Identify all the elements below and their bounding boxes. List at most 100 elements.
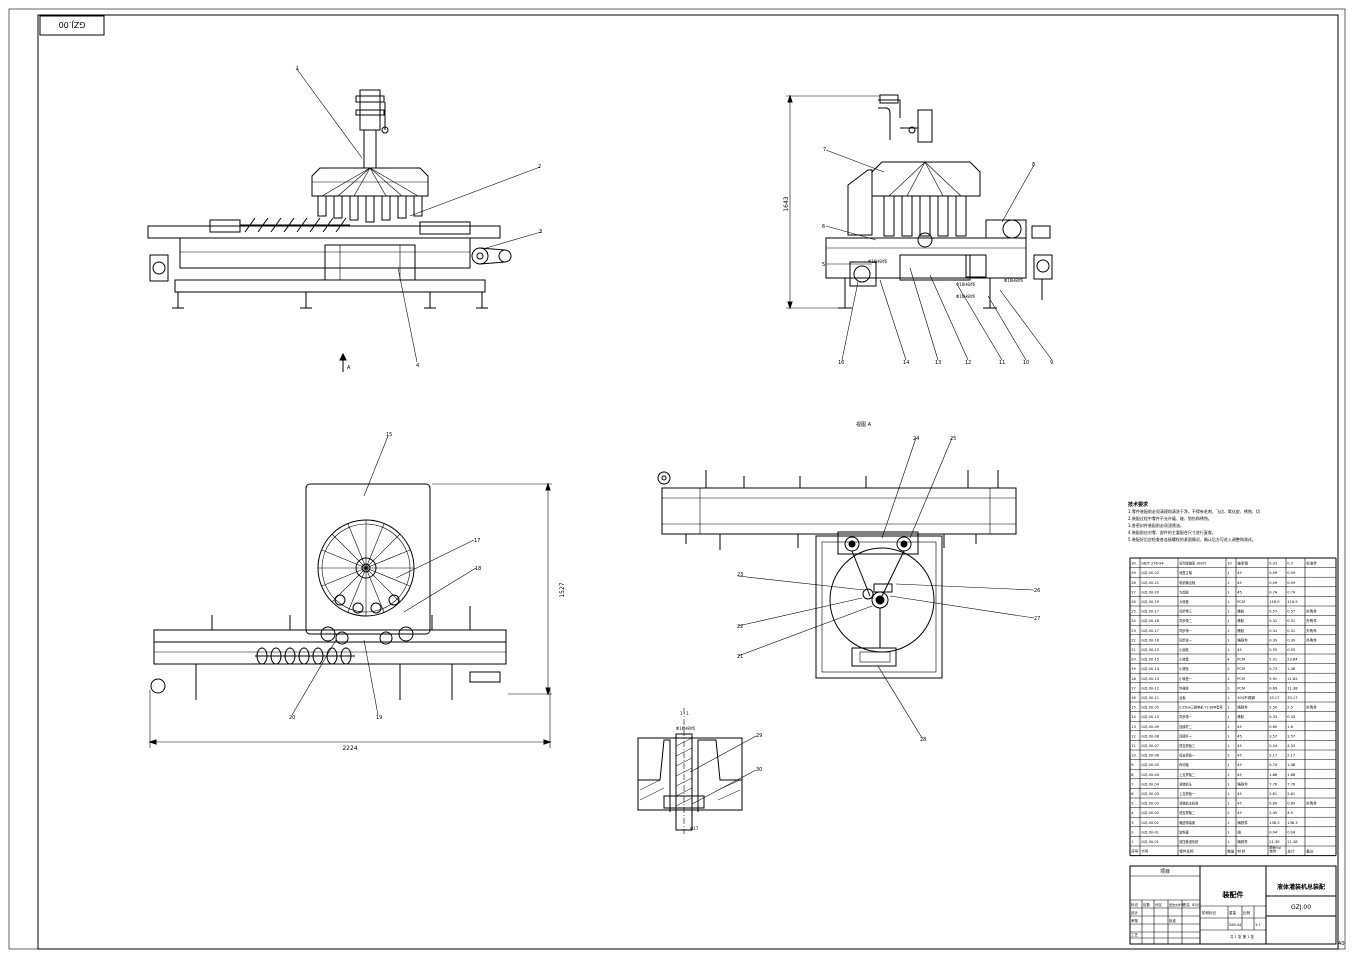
bom-cell: 4.9 xyxy=(1287,811,1293,815)
tb-scale-label: 比例 xyxy=(1243,910,1251,915)
dim-depth: 1527 xyxy=(559,582,566,597)
bom-cell: 2.61 xyxy=(1269,792,1277,796)
bom-cell: 18 xyxy=(1131,677,1136,681)
bom-cell: 1 xyxy=(1227,619,1229,623)
bom-cell: 0.55 xyxy=(1287,648,1295,652)
fit-annotation-4: Φ16H8/f6 xyxy=(1004,278,1024,283)
bom-cell: 4 xyxy=(1227,658,1230,662)
balloon-viewa-26: 26 xyxy=(1034,588,1040,594)
bom-cell: GZJ.00.03 xyxy=(1141,802,1159,806)
bom-cell: 轴承钢 xyxy=(1237,561,1248,566)
balloon-viewa-22: 22 xyxy=(737,624,743,630)
balloon-front-2: 2 xyxy=(538,164,541,170)
bom-cell: 铸铁件 xyxy=(1237,637,1248,642)
bom-cell: 同步带二 xyxy=(1179,618,1192,623)
bom-cell: 台板 xyxy=(1179,695,1186,700)
bom-header-cell: 单件 xyxy=(1269,849,1277,854)
bom-header-cell: 零件名称 xyxy=(1179,849,1194,854)
bom-cell: 45 xyxy=(1237,734,1242,738)
bom-cell: 0.39 xyxy=(1269,638,1278,642)
bom-cell: 小转盘 xyxy=(1179,657,1189,662)
balloon-section-30: 30 xyxy=(756,767,762,773)
balloon-viewa-23: 23 xyxy=(737,572,743,578)
bom-cell: 上支撑板二 xyxy=(1179,772,1195,777)
balloon-top-17: 17 xyxy=(474,538,480,544)
bom-cell: 橡胶 xyxy=(1237,618,1245,623)
tb-label-change: 更改文件号 xyxy=(1169,902,1184,907)
bom-cell: GZJ.00.02 xyxy=(1141,821,1159,825)
bom-cell: 0.3 xyxy=(1287,562,1293,566)
bom-cell: GZJ.00-08 xyxy=(1141,734,1160,738)
balloon-side-12: 12 xyxy=(965,360,971,366)
bom-cell: 27 xyxy=(1131,590,1136,594)
bom-cell: GZJ.00-17 xyxy=(1141,610,1159,614)
bom-cell: GZJ.00-19 xyxy=(1141,600,1160,604)
tb-stage-label: 阶段标记 xyxy=(1202,910,1217,915)
bom-cell: 1 xyxy=(1227,763,1229,767)
bom-cell: 1 xyxy=(1227,734,1229,738)
tb-assembly: 装配件 xyxy=(1222,890,1244,899)
bom-cell: 116.9 xyxy=(1269,600,1280,604)
bom-cell: 1.88 xyxy=(1269,773,1278,777)
bom-cell: 1 xyxy=(1227,648,1229,652)
bom-cell: 11 xyxy=(1131,744,1136,748)
bom-cell: GZJ.00.05 xyxy=(1141,706,1159,710)
bom-cell: GZJ.00-01 xyxy=(1141,830,1159,834)
bom-cell: 0.73 xyxy=(1269,667,1277,671)
bom-header-cell: 数量 xyxy=(1227,849,1235,854)
bom-cell: PCM xyxy=(1237,686,1245,690)
bom-cell: 0.60 xyxy=(1269,725,1278,729)
bom-cell: 2 xyxy=(1227,754,1229,758)
bom-cell: 22 xyxy=(1131,638,1136,642)
bom-cell: 0.55 xyxy=(1269,648,1277,652)
fit-annotation-2: Φ16H8/f6 xyxy=(956,282,976,287)
bom-cell: GZJ.00-06 xyxy=(1141,754,1160,758)
bom-cell: GZJ.00-11 xyxy=(1141,696,1159,700)
bom-cell: PCM xyxy=(1237,677,1245,681)
bom-cell: 0.69 xyxy=(1269,802,1278,806)
bom-cell: 1 xyxy=(1131,840,1133,844)
tb-label-review: 审核 xyxy=(1131,918,1139,923)
bom-cell: 2 xyxy=(1227,686,1229,690)
note-line-2: 2.装配过程中零件不允许磕、碰、划伤和锈蚀。 xyxy=(1128,515,1212,521)
bom-cell: 1 xyxy=(1227,590,1229,594)
bom-cell: 0.74 xyxy=(1269,590,1278,594)
bom-header-cell: 序号 xyxy=(1131,849,1139,854)
balloon-top-20: 20 xyxy=(289,715,295,721)
section-bottom-dim: Φ17 xyxy=(690,826,699,831)
bom-cell: 1 xyxy=(1227,610,1229,614)
bom-header-mass: 质量(kg) xyxy=(1269,845,1281,850)
tb-scale-value: 1:7 xyxy=(1255,923,1261,927)
title-block: 项目 装配件 液体灌装机总装配 GZJ.00 标记 处数 分区 更改文件号 签名… xyxy=(1129,865,1337,945)
bom-cell: 29 xyxy=(1131,571,1136,575)
bom-cell: 33.17 xyxy=(1287,696,1297,700)
front-view: 1 2 3 4 A xyxy=(147,66,542,372)
notes-title: 技术要求 xyxy=(1128,501,1149,508)
bom-cell: 0.09 xyxy=(1269,571,1278,575)
bom-cell: 小拨轮 xyxy=(1179,666,1189,671)
bom-cell: 5 xyxy=(1131,802,1133,806)
bom-cell: 3.57 xyxy=(1269,734,1277,738)
bom-cell: GZJ.00-02 xyxy=(1141,811,1159,815)
tb-weight-value: 288.44 xyxy=(1229,923,1242,927)
balloon-side-16: 16 xyxy=(838,360,844,366)
bom-cell: 5.91 xyxy=(1269,658,1277,662)
bom-cell: 136.3 xyxy=(1269,821,1279,825)
bom-cell: 1.6 xyxy=(1287,725,1293,729)
bom-cell: 7 xyxy=(1131,782,1133,786)
bom-cell: 2.50 xyxy=(1269,706,1278,710)
bom-cell: 2.61 xyxy=(1287,792,1295,796)
bom-cell: 4.33 xyxy=(1287,744,1295,748)
bom-cell: 45 xyxy=(1237,725,1242,729)
bom-cell: GZJ.00-04 xyxy=(1141,773,1160,777)
bom-cell: 16 xyxy=(1131,696,1136,700)
bom-cell: 上支撑板一 xyxy=(1179,791,1196,796)
bom-cell: 1.46 xyxy=(1287,667,1296,671)
bom-cell: 25 xyxy=(1131,610,1136,614)
bom-cell: GZJ.00-05 xyxy=(1141,763,1159,767)
bom-cell: 21.38 xyxy=(1269,840,1280,844)
balloon-top-15: 15 xyxy=(386,432,392,438)
bom-cell: 电机输出轴 xyxy=(1179,580,1195,585)
bom-cell: 7.76 xyxy=(1287,782,1296,786)
